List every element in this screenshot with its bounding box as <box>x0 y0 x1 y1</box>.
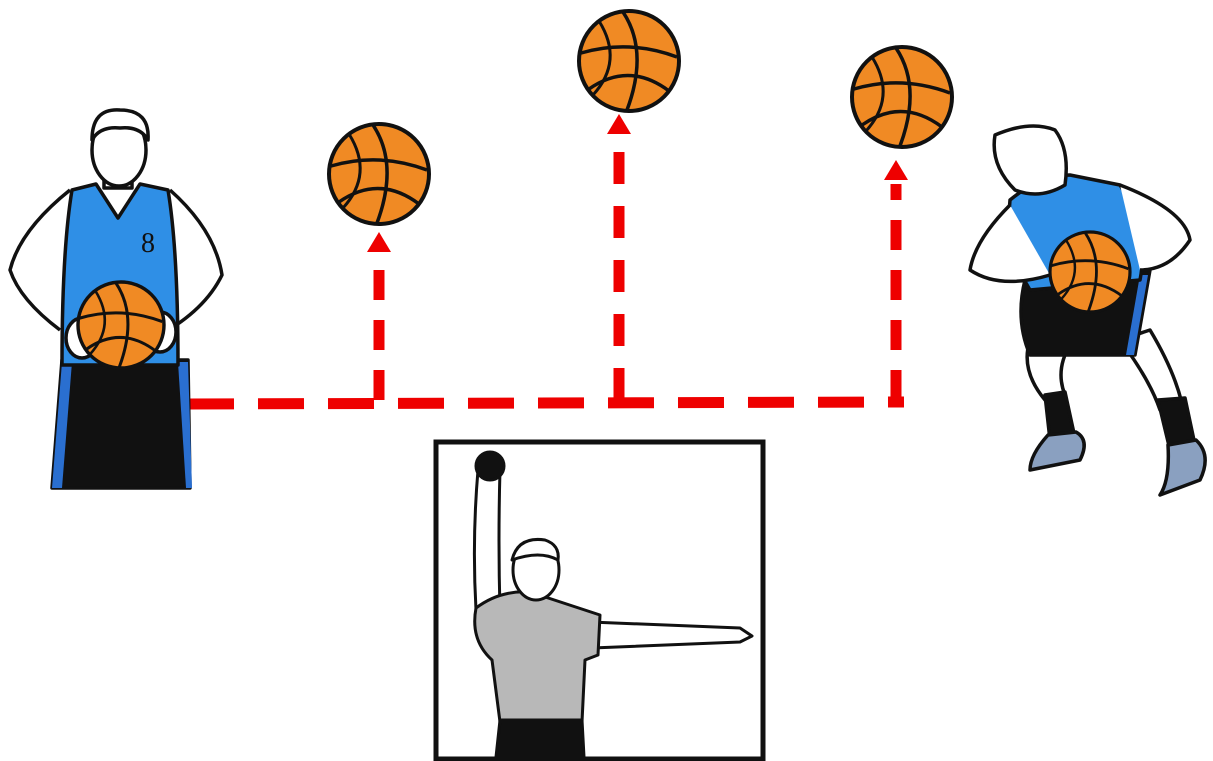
up-arrow-1 <box>367 232 391 252</box>
referee-signal <box>436 442 763 759</box>
pass-path <box>188 138 904 404</box>
basketball-bounce-3 <box>852 47 952 147</box>
basketball-bounce-1 <box>329 124 429 224</box>
basketball-bounce-2 <box>579 11 679 111</box>
jersey-number: 8 <box>141 228 155 259</box>
up-arrow-2 <box>607 114 631 134</box>
player-receiving-ball <box>970 126 1205 495</box>
player-holding-ball: 8 <box>10 110 222 488</box>
up-arrow-3 <box>884 160 908 180</box>
